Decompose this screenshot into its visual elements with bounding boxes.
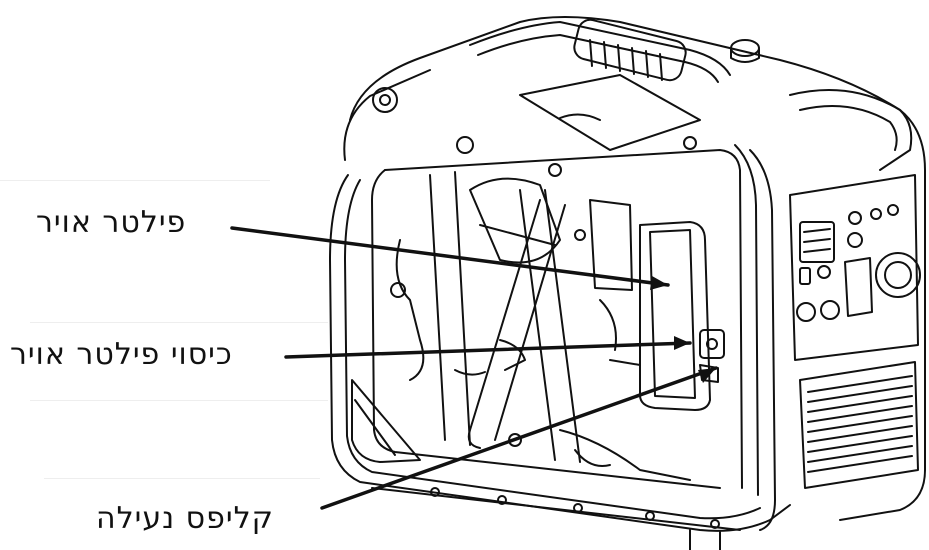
divider <box>30 400 328 401</box>
divider <box>30 322 328 323</box>
leader-line-air-filter-cover <box>284 341 692 359</box>
arrowhead-air-filter-cover-icon <box>674 336 690 350</box>
label-air-filter-cover: כיסוי פילטר אויר <box>10 337 233 372</box>
divider <box>44 478 320 479</box>
leader-line-air-filter <box>230 226 670 287</box>
divider <box>0 180 270 181</box>
label-locking-clip: קליפס נעילה <box>96 501 274 536</box>
arrowhead-locking-clip-icon <box>698 368 716 383</box>
generator-illustration-icon <box>329 16 926 550</box>
leader-line-locking-clip <box>320 366 718 510</box>
label-air-filter: פילטר אויר <box>36 205 187 240</box>
arrowhead-air-filter-icon <box>650 276 668 290</box>
